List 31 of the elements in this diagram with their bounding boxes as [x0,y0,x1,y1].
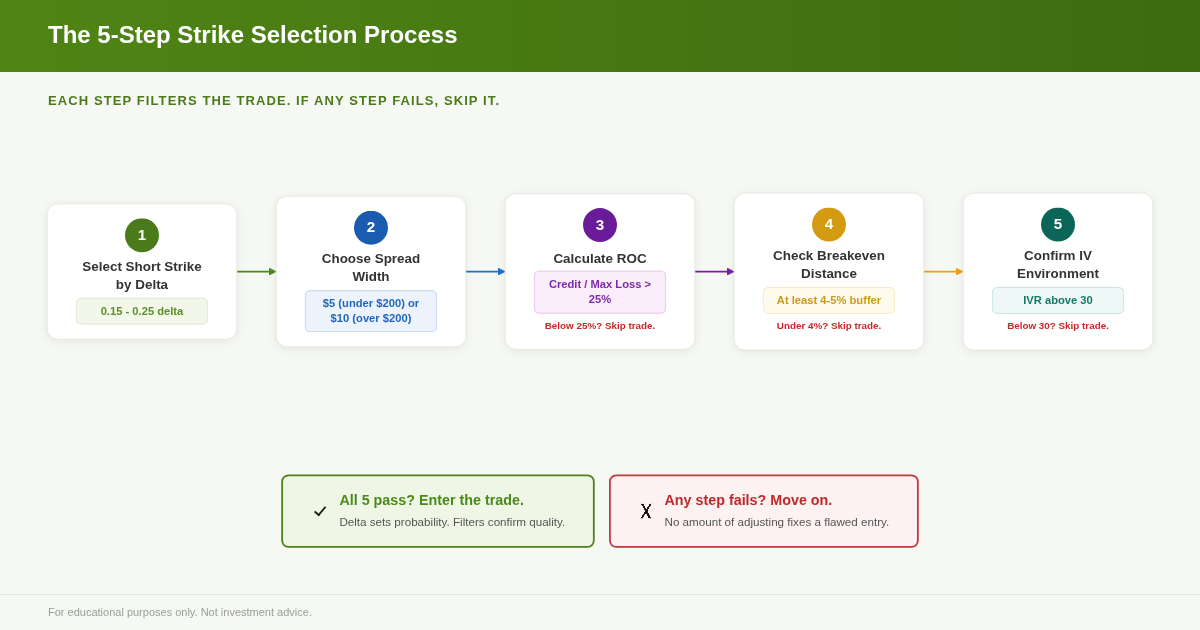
step-card [962,192,1154,351]
criteria-pill: Credit / Max Loss > 25% [533,270,667,314]
title: The 5-Step Strike Selection Process [48,20,458,50]
tagline: EACH STEP FILTERS THE TRADE. IF ANY STEP FAILS, SKIP IT. [48,93,501,108]
outcome-note: No amount of adjusting fixes a flawed entry. [664,515,890,531]
skip-warning: Below 30? Skip trade. [1007,319,1109,333]
arrow [693,267,735,276]
criteria-pill: At least 4-5% buffer [762,286,896,315]
step-card [504,193,696,350]
step-card [733,192,925,351]
arrow [235,267,277,276]
criteria-pill: 0.15 - 0.25 delta [75,297,209,325]
disclaimer: For educational purposes only. Not investment advice. [48,606,312,618]
outcome-panel [609,474,919,548]
arrow [464,267,506,276]
step-title: Choose Spread Width [320,250,422,287]
step-title: Confirm IV Environment [1016,246,1101,284]
step-card [46,203,238,340]
outcome-heading: All 5 pass? Enter the trade. [339,491,524,510]
skip-warning: Below 25%? Skip trade. [544,319,656,332]
outcome-heading: Any step fails? Move on. [664,491,833,510]
outcome-note: Delta sets probability. Filters confirm quality. [339,515,566,531]
step-title: Select Short Strike by Delta [81,257,203,294]
outcome-panel [281,474,595,548]
skip-warning: Under 4%? Skip trade. [776,319,882,333]
step-title: Check Breakeven Distance [772,246,886,284]
criteria-pill: IVR above 30 [991,286,1125,315]
step-card [275,195,467,348]
criteria-pill: $5 (under $200) or $10 (over $200) [304,289,438,333]
arrow [922,267,964,276]
step-title: Calculate ROC [552,249,648,268]
